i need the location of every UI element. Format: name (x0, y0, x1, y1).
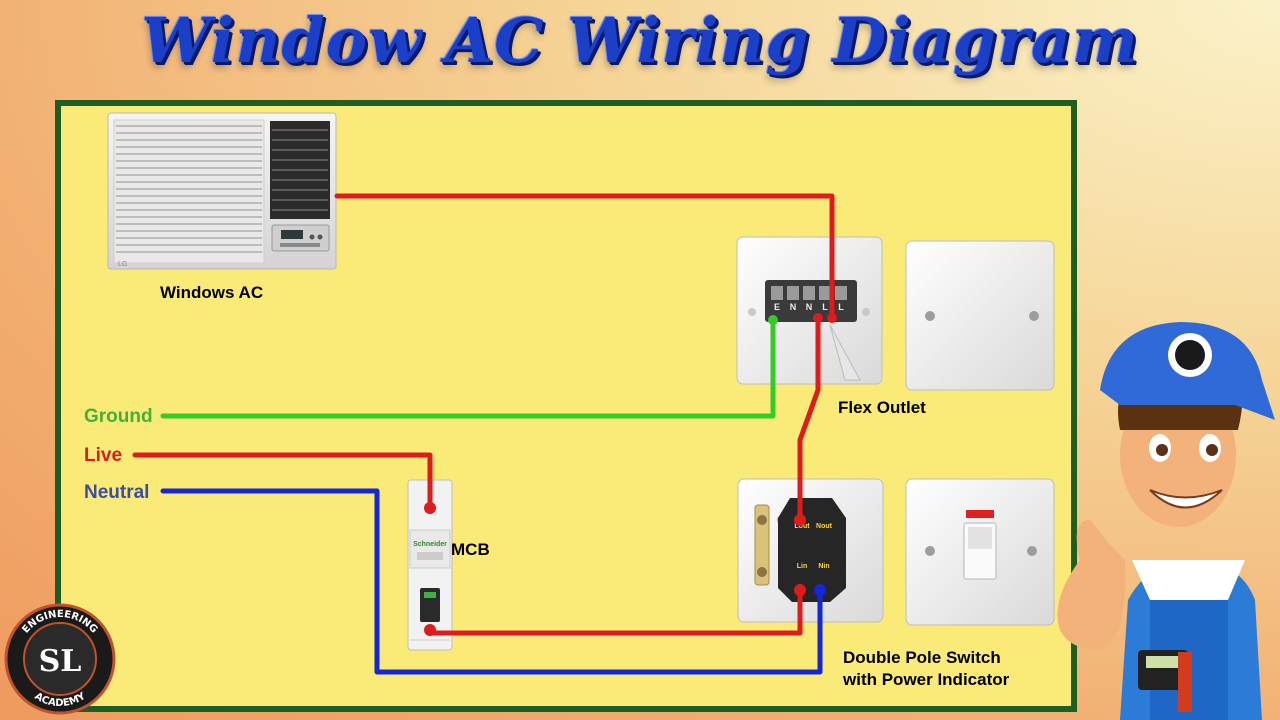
switch-terminal-box: Lout Nout Lin Nin (737, 478, 884, 623)
window-ac-unit: LG (107, 112, 337, 270)
flex-outlet-label: Flex Outlet (838, 398, 926, 417)
ground-wire (160, 317, 776, 419)
outlet-terminal-label: N (790, 302, 797, 312)
outlet-ac-terminal (827, 313, 837, 323)
live-supply-wire (132, 452, 433, 511)
screw-icon (1027, 546, 1037, 556)
technician-mascot (1057, 322, 1275, 720)
live-label: Live (84, 445, 123, 466)
outlet-terminal-label: E (774, 302, 780, 312)
ac-air-vent (270, 121, 330, 219)
neutral-wire (160, 488, 823, 675)
switch-terminal-label: Nout (816, 523, 833, 530)
mcb-input-terminal (424, 502, 436, 514)
ac-brand: LG (118, 261, 127, 268)
outlet-live-terminal (813, 313, 823, 323)
screw-icon (925, 546, 935, 556)
switch-label-line2: with Power Indicator (843, 670, 1010, 689)
screw-icon (1029, 311, 1039, 321)
ac-supply-wire (334, 193, 835, 321)
page-title: Window AC Wiring Diagram (141, 4, 1139, 77)
switch-nin-terminal (814, 584, 826, 596)
outlet-terminal-label: L (822, 302, 828, 312)
switch-terminal-label: Lin (797, 563, 808, 570)
ground-label: Ground (84, 406, 153, 427)
neutral-label: Neutral (84, 482, 150, 503)
mcb-breaker: Schneider (407, 479, 453, 651)
switch-lin-terminal (794, 584, 806, 596)
engineering-academy-logo: ENGINEERING ACADEMY SL (4, 603, 116, 715)
switch-cover-plate (905, 478, 1055, 626)
mcb-output-terminal (424, 624, 436, 636)
ac-control-panel (271, 224, 330, 252)
screw-icon (925, 311, 935, 321)
switch-terminal-label: Lout (794, 523, 810, 530)
mcb-label: MCB (451, 540, 490, 559)
thumbs-up-hand (1057, 520, 1126, 650)
power-indicator-icon (966, 510, 994, 518)
outlet-terminal-label: N (806, 302, 813, 312)
switch-lout-terminal (794, 514, 806, 526)
flex-outlet-terminal-box: E N N L L (736, 236, 883, 385)
outlet-earth-terminal (768, 315, 778, 325)
mcb-brand: Schneider (413, 541, 447, 548)
ac-front-grille (113, 119, 265, 264)
flex-outlet-cover-plate (905, 240, 1055, 391)
outlet-terminal-label: L (838, 302, 844, 312)
switch-terminal-label: Nin (818, 563, 829, 570)
switch-label-line1: Double Pole Switch (843, 648, 1001, 667)
switch-mechanism (778, 498, 846, 602)
switch-to-outlet-live-wire (797, 315, 821, 523)
switch-label: Double Pole Switch with Power Indicator (843, 647, 1009, 691)
windows-ac-label: Windows AC (160, 283, 264, 302)
logo-initials: SL (39, 644, 82, 679)
